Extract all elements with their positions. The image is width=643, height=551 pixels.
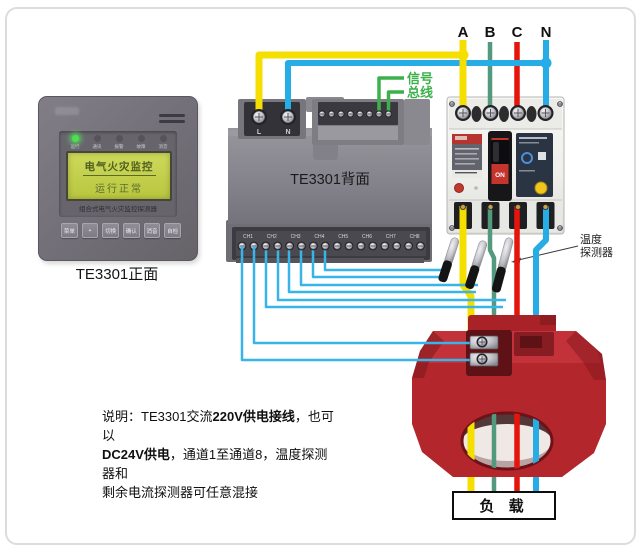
load-label: 负 载 xyxy=(479,498,529,515)
svg-text:CH6: CH6 xyxy=(362,234,372,240)
phase-label-c: C xyxy=(512,24,523,41)
ch-wire-3 xyxy=(264,246,503,309)
vent-slot xyxy=(159,120,185,123)
top-cable-holes xyxy=(471,106,537,122)
temp-probe-2 xyxy=(465,240,488,290)
te3301-front-device: 运行 通讯 报警 故障 消音 电气火灾监控 运行正常 组合式电气火灾监控探测器 … xyxy=(38,96,198,261)
load-box: 负 载 xyxy=(452,491,556,520)
temp-detector-label: 温度 探测器 xyxy=(580,234,624,260)
front-device-caption: TE3301正面 xyxy=(75,266,159,283)
ch-wire-4 xyxy=(276,246,506,302)
ch-wire-2 xyxy=(252,246,478,345)
svg-text:CH2: CH2 xyxy=(267,234,277,240)
phase-label-a: A xyxy=(458,24,469,41)
led-fault: 故障 xyxy=(133,135,149,150)
vent-slot xyxy=(159,114,185,117)
neutral-junction-dot xyxy=(540,57,552,69)
temp-label-arrow xyxy=(511,245,579,264)
spec-panel xyxy=(516,133,553,197)
svg-text:CH7: CH7 xyxy=(386,234,396,240)
channel-terminal-block xyxy=(232,227,430,263)
led-dot xyxy=(159,135,167,142)
led-dot xyxy=(115,135,123,142)
lcd-line1: 电气火灾监控 xyxy=(82,159,156,176)
temp-detector-line2: 探测器 xyxy=(580,247,613,259)
breaker-toggle: ON xyxy=(488,131,512,201)
ch-wire-1 xyxy=(240,246,478,362)
temperature-probes xyxy=(438,237,514,293)
terminal-n-label: N xyxy=(285,129,290,136)
lcd-screen: 电气火灾监控 运行正常 xyxy=(66,151,172,201)
led-mute: 消音 xyxy=(155,135,171,150)
phase-a-junction-dot xyxy=(457,49,469,61)
selftest-button[interactable]: 自检 xyxy=(164,223,182,238)
ch-wire-5 xyxy=(287,246,476,294)
display-panel: 运行 通讯 报警 故障 消音 电气火灾监控 运行正常 组合式电气火灾监控探测器 xyxy=(59,131,177,217)
signal-terminal-strip xyxy=(312,99,430,145)
ch-wire-8 xyxy=(323,246,450,272)
phase-label-b: B xyxy=(485,24,496,41)
panel-caption: 组合式电气火灾监控探测器 xyxy=(79,206,157,213)
svg-text:CH5: CH5 xyxy=(338,234,348,240)
led-dot xyxy=(93,135,101,142)
ct-screws xyxy=(476,336,488,365)
confirm-button[interactable]: 确认 xyxy=(123,223,140,238)
lcd-line2: 运行正常 xyxy=(95,184,143,195)
temp-detector-line1: 温度 xyxy=(580,234,602,246)
phase-labels: A B C N xyxy=(458,24,552,41)
incoming-phase-wires xyxy=(255,40,579,264)
switch-button[interactable]: 切换 xyxy=(102,223,120,238)
signal-bus-wire-1 xyxy=(377,76,404,112)
svg-text:CH1: CH1 xyxy=(243,234,253,240)
ch-wire-7 xyxy=(311,246,448,279)
ch-wire-6 xyxy=(299,246,478,287)
phase-label-n: N xyxy=(541,24,552,41)
led-comm: 通讯 xyxy=(89,135,105,150)
temp-probe-1 xyxy=(438,237,460,283)
current-transformer xyxy=(412,315,606,477)
led-run: 运行 xyxy=(67,135,83,150)
wire-phase-a xyxy=(255,51,463,115)
ct-signal-wires xyxy=(240,246,478,362)
terminal-l-label: L xyxy=(257,129,262,136)
svg-text:CH4: CH4 xyxy=(314,234,324,240)
led-dot xyxy=(137,135,145,142)
rating-label xyxy=(452,134,482,193)
module-label: TE3301背面 xyxy=(290,171,370,188)
test-button xyxy=(534,181,548,195)
menu-button[interactable]: 菜单 xyxy=(61,223,78,238)
signal-bus-wire-2 xyxy=(386,90,404,112)
plus-button[interactable]: + xyxy=(81,223,99,238)
channel-signal-wires xyxy=(264,246,506,309)
led-alarm: 报警 xyxy=(111,135,127,150)
switch-state-label: ON xyxy=(495,172,505,179)
brand-logo xyxy=(55,107,79,115)
signal-bus-label: 信号 总线 xyxy=(407,72,433,100)
svg-text:CH3: CH3 xyxy=(291,234,301,240)
status-led-row: 运行 通讯 报警 故障 消音 xyxy=(67,135,171,150)
front-buttons: 菜单 + 切换 确认 消音 自检 xyxy=(61,223,182,238)
led-dot xyxy=(71,135,79,142)
signal-bus-line2: 总线 xyxy=(407,85,434,100)
signal-bus-line1: 信号 xyxy=(407,71,434,86)
channel-labels: CH1 CH2 CH3 CH4 CH5 CH6 CH7 CH8 xyxy=(243,234,420,240)
mute-button[interactable]: 消音 xyxy=(143,223,161,238)
ct-hole xyxy=(460,411,554,471)
temp-probe-3 xyxy=(491,237,514,293)
power-terminal-block xyxy=(238,99,306,139)
trip-button xyxy=(454,183,464,193)
svg-text:CH8: CH8 xyxy=(410,234,420,240)
